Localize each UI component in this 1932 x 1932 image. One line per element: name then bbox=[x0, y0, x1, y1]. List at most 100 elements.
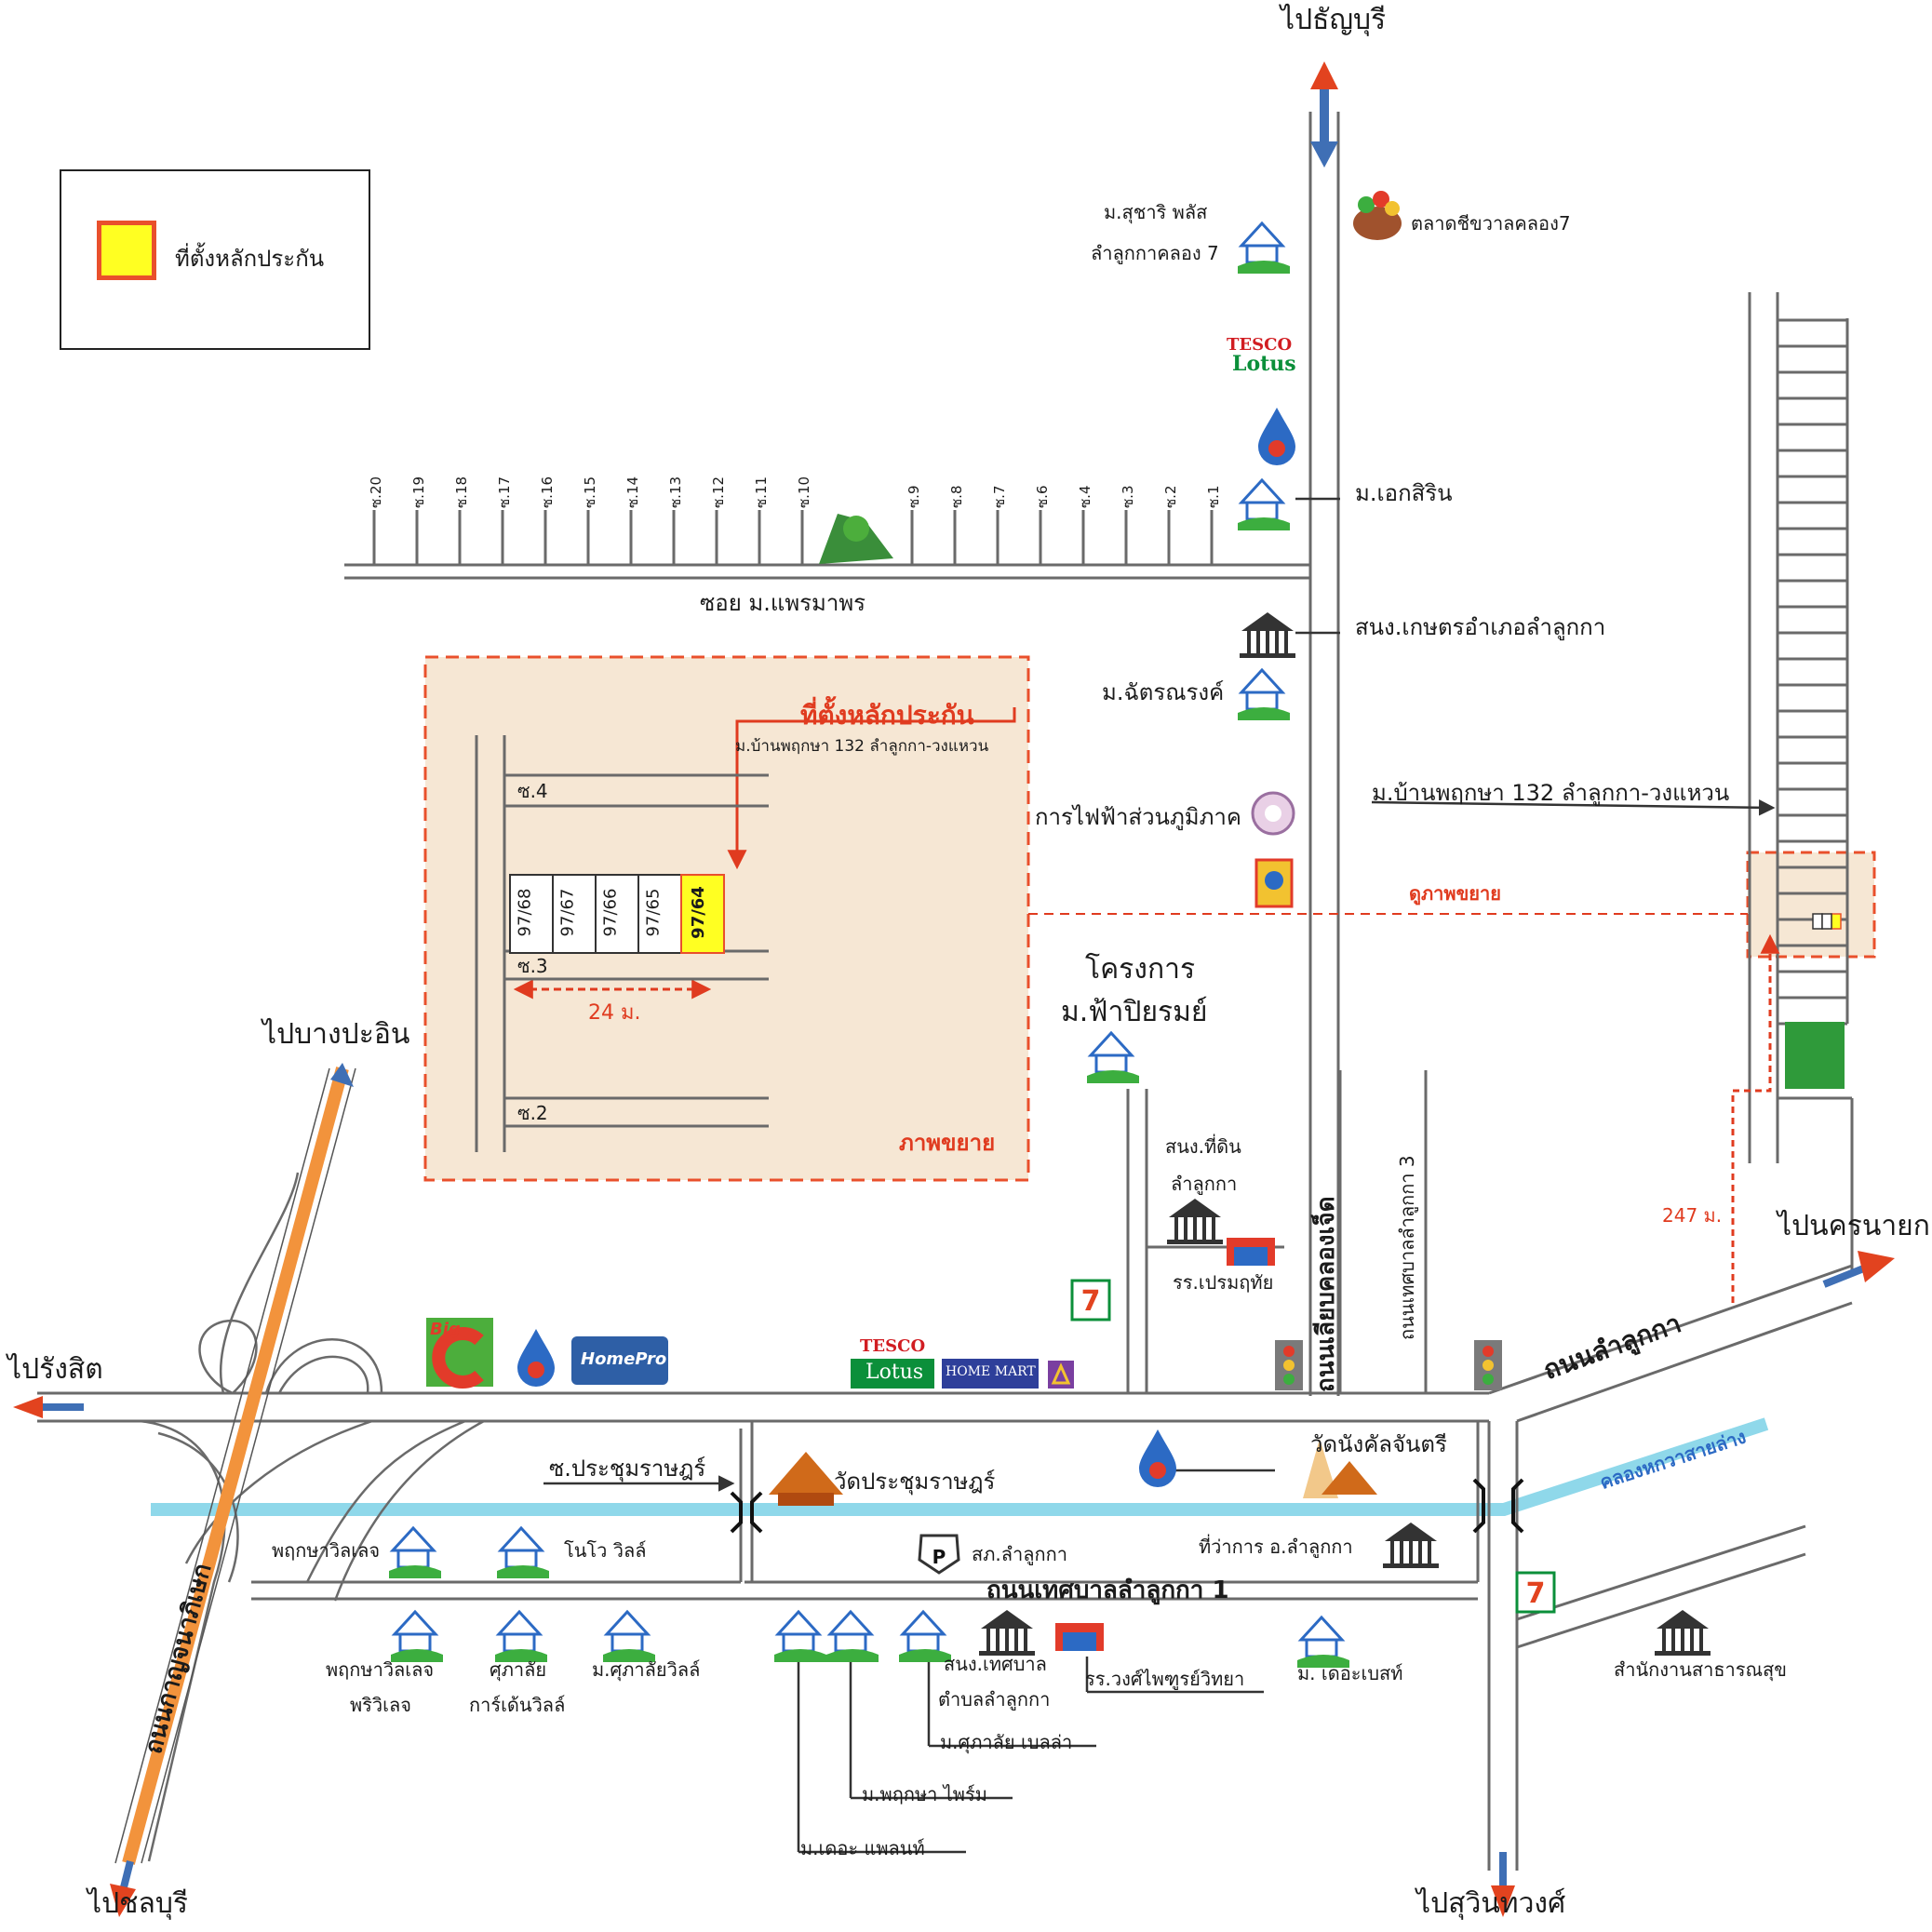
zoom-label: ดูภาพขยาย bbox=[1409, 882, 1501, 905]
house-icon bbox=[497, 1525, 549, 1578]
house-icon bbox=[391, 1609, 443, 1662]
lot-number: 97/68 bbox=[515, 888, 535, 937]
place-school-prem: รร.เปรมฤทัย bbox=[1173, 1271, 1274, 1294]
place-wat-nang: วัดนังคัลจันตรี bbox=[1310, 1431, 1447, 1457]
inset-title: ที่ตั้งหลักประกัน bbox=[800, 700, 974, 731]
lotus-logo-text-south: Lotus bbox=[865, 1361, 924, 1384]
house-icon bbox=[603, 1609, 655, 1662]
utility-icon bbox=[1254, 858, 1294, 908]
lotus-logo-text-north: Lotus bbox=[1232, 352, 1296, 376]
legend-label: ที่ตั้งหลักประกัน bbox=[175, 246, 325, 272]
house-icon bbox=[899, 1609, 951, 1662]
place-pea: การไฟฟ้าส่วนภูมิภาค bbox=[1035, 804, 1241, 830]
soi-left-label: ซ.20 bbox=[368, 476, 384, 508]
lot-number: 97/66 bbox=[600, 888, 621, 937]
place-supalai-garden-1: ศุภาลัย bbox=[490, 1658, 547, 1681]
place-pruksa-village: พฤกษาวิลเลจ bbox=[272, 1539, 381, 1562]
soi-left-label: ซ.13 bbox=[667, 476, 684, 508]
soi-left-label: ซ.10 bbox=[796, 476, 812, 508]
soi-right-label: ซ.4 bbox=[1077, 485, 1093, 509]
direction-west: ไปรังสิต bbox=[7, 1353, 103, 1386]
svg-text:P: P bbox=[932, 1546, 946, 1568]
soi-left-label: ซ.17 bbox=[496, 476, 513, 508]
homemart-logo-text: HOME MART bbox=[946, 1364, 1036, 1379]
road-khlong-7 bbox=[1308, 112, 1340, 1396]
place-market: ตลาดชีขวาลคลอง7 bbox=[1411, 212, 1571, 235]
inset-roads bbox=[475, 735, 769, 1152]
direction-east: ไปนครนายก bbox=[1778, 1210, 1930, 1242]
pea-icon bbox=[1251, 791, 1295, 836]
svg-text:7: 7 bbox=[1081, 1285, 1101, 1318]
inset-caption: ภาพขยาย bbox=[899, 1130, 996, 1156]
house-icon bbox=[389, 1525, 441, 1578]
soi-stubs bbox=[372, 510, 1214, 565]
government-building-icon bbox=[979, 1610, 1035, 1656]
place-supalai-garden-2: การ์เด้นวิลล์ bbox=[469, 1694, 566, 1716]
direction-northwest: ไปบางปะอิน bbox=[262, 1018, 410, 1051]
place-wat-prachum: วัดประชุมราษฎร์ bbox=[834, 1469, 996, 1495]
lotus-logo bbox=[851, 1359, 934, 1389]
soi-left-label: ซ.19 bbox=[410, 476, 427, 508]
road-label-soi-praemaporn: ซอย ม.แพรมาพร bbox=[700, 590, 866, 616]
government-building-icon bbox=[1240, 612, 1295, 658]
soi-right-label: ซ.7 bbox=[991, 485, 1008, 509]
direction-southwest: ไปชลบุรี bbox=[87, 1887, 189, 1920]
inset-pointer bbox=[727, 707, 1016, 870]
soi-right-label: ซ.2 bbox=[1162, 485, 1179, 509]
inset-soi-3: ซ.3 bbox=[517, 955, 548, 977]
house-icon bbox=[774, 1609, 826, 1662]
place-pruksa-privillage-2: พริวิเลจ bbox=[350, 1694, 411, 1716]
inset-soi-2: ซ.2 bbox=[517, 1102, 548, 1124]
road-right-grid bbox=[1748, 292, 1854, 1275]
soi-left-label: ซ.16 bbox=[539, 476, 556, 508]
place-bank-agri: สนง.เกษตรอำเภอลำลูกกา bbox=[1355, 614, 1606, 640]
road-land-office bbox=[1126, 1089, 1284, 1393]
homepro-logo bbox=[571, 1336, 668, 1385]
place-ekasirin: ม.เอกสิริน bbox=[1355, 480, 1453, 506]
road-label-lamlukka-3: ถนนเทศบาลลำลูกกา 3 bbox=[1396, 1155, 1418, 1340]
place-the-plant: ม.เดอะ แพลนท์ bbox=[800, 1837, 925, 1859]
road-label-soi-prachum: ซ.ประชุมราษฎร์ bbox=[549, 1456, 706, 1482]
inset-distance-label: 24 ม. bbox=[588, 1001, 641, 1025]
right-grid-lines bbox=[1778, 318, 1847, 1026]
soi-right-label: ซ.6 bbox=[1034, 485, 1051, 509]
house-icon bbox=[495, 1609, 547, 1662]
road-lamlukka-3 bbox=[1338, 1070, 1428, 1393]
bank-icon bbox=[1048, 1361, 1074, 1389]
house-icon bbox=[1087, 1030, 1139, 1083]
homemart-logo bbox=[942, 1359, 1039, 1389]
traffic-light-icon bbox=[1275, 1340, 1502, 1390]
place-district-office: ที่ว่าการ อ.ลำลูกกา bbox=[1199, 1536, 1353, 1558]
lot-number: 97/64 bbox=[688, 886, 708, 939]
road-label-khlong-7: ถนนเลียบคลองเจ็ด bbox=[1312, 1196, 1340, 1393]
place-faphirom-1: โครงการ bbox=[1085, 953, 1196, 986]
police-icon: P bbox=[918, 1534, 960, 1575]
label-pointers bbox=[543, 497, 1776, 1854]
place-school-wong: รร.วงศ์ไพฑูรย์วิทยา bbox=[1085, 1668, 1245, 1690]
detail-lot-b bbox=[1821, 913, 1832, 930]
place-supalai-bella: ม.ศุภาลัย เบลล่า bbox=[940, 1731, 1073, 1753]
seven-eleven-icon: 7 7 bbox=[1070, 1279, 1556, 1614]
soi-right-label: ซ.9 bbox=[906, 485, 922, 509]
road-south bbox=[1487, 1421, 1806, 1871]
legend: ที่ตั้งหลักประกัน bbox=[60, 169, 370, 350]
place-suchari-2: ลำลูกกาคลอง 7 bbox=[1091, 242, 1219, 264]
soi-right-label: ซ.1 bbox=[1205, 485, 1222, 509]
road-interchange bbox=[139, 1172, 485, 1862]
detail-lot-a bbox=[1812, 913, 1823, 930]
big-c-logo-text: Big bbox=[430, 1320, 461, 1339]
lot-number: 97/67 bbox=[557, 888, 578, 937]
house-icon bbox=[826, 1609, 879, 1662]
soi-right-label: ซ.3 bbox=[1120, 485, 1136, 509]
house-icon bbox=[1238, 221, 1290, 274]
distance-247m: 247 ม. bbox=[1662, 1204, 1723, 1227]
house-icon bbox=[1238, 477, 1290, 530]
road-label-lamlukka-1: ถนนเทศบาลลำลูกกา 1 bbox=[986, 1576, 1229, 1604]
place-pruksa-prime: ม.พฤกษา ไพร์ม bbox=[862, 1783, 987, 1805]
soi-left-label: ซ.14 bbox=[624, 476, 641, 508]
bridges bbox=[730, 1478, 1524, 1534]
park-icon bbox=[819, 514, 893, 564]
place-municipality-2: ตำบลลำลูกกา bbox=[938, 1688, 1051, 1711]
school-icon bbox=[1055, 1238, 1275, 1651]
